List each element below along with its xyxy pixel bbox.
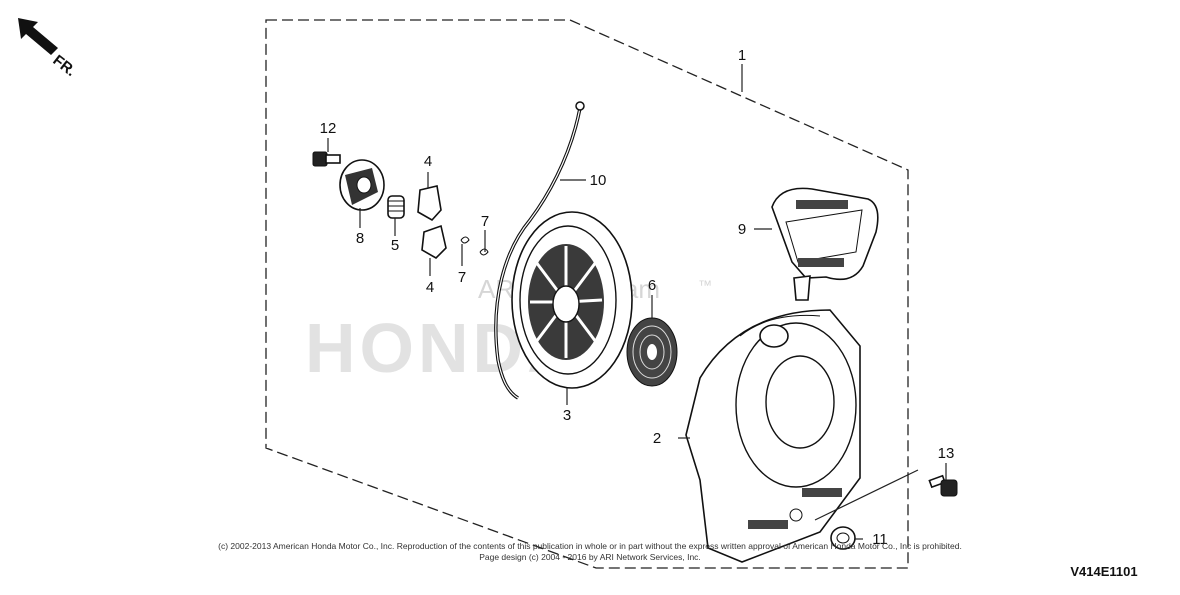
- callout-9: 9: [738, 221, 746, 238]
- callout-10: 10: [590, 172, 607, 189]
- callout-1: 1: [738, 47, 746, 64]
- spiral-spring-part-6: [626, 317, 678, 387]
- callout-11: 11: [872, 531, 888, 548]
- callout-5: 5: [391, 237, 399, 254]
- callout-2: 2: [653, 430, 661, 447]
- assembly-boundary: [265, 19, 909, 569]
- spring-part-5: [387, 195, 405, 219]
- cap-part-11: [830, 526, 856, 550]
- callout-13: 13: [938, 445, 955, 462]
- copyright-line-2: Page design (c) 2004 - 2016 by ARI Netwo…: [479, 552, 701, 562]
- callout-12: 12: [320, 120, 337, 137]
- callout-7-lower: 7: [458, 269, 466, 286]
- pawl-part-4-upper: [417, 185, 442, 222]
- front-direction-label: FR.: [50, 52, 80, 80]
- diagram-code: V414E1101: [1070, 564, 1137, 579]
- starter-housing-part-2: [685, 309, 861, 563]
- trademark-watermark: ™: [698, 277, 712, 293]
- pawl-part-4-lower: [421, 224, 447, 259]
- bolt-part-13: [928, 474, 958, 497]
- callout-6: 6: [648, 277, 656, 294]
- rope-end-knot: [575, 101, 585, 111]
- callout-4-lower: 4: [426, 279, 434, 296]
- reel-part-3: [511, 211, 633, 389]
- callout-7-upper: 7: [481, 213, 489, 230]
- copyright-line-1: (c) 2002-2013 American Honda Motor Co., …: [218, 541, 962, 551]
- front-direction-arrow-icon: [18, 18, 58, 55]
- callout-3: 3: [563, 407, 571, 424]
- spring-part-7-a: [460, 236, 470, 244]
- callout-4-upper: 4: [424, 153, 432, 170]
- handle-part-9: [771, 187, 879, 301]
- callout-8: 8: [356, 230, 364, 247]
- ratchet-part-8: [339, 159, 385, 211]
- spring-part-7-b: [479, 248, 489, 256]
- bolt-part-12: [312, 151, 341, 167]
- leader-lines: [327, 64, 947, 540]
